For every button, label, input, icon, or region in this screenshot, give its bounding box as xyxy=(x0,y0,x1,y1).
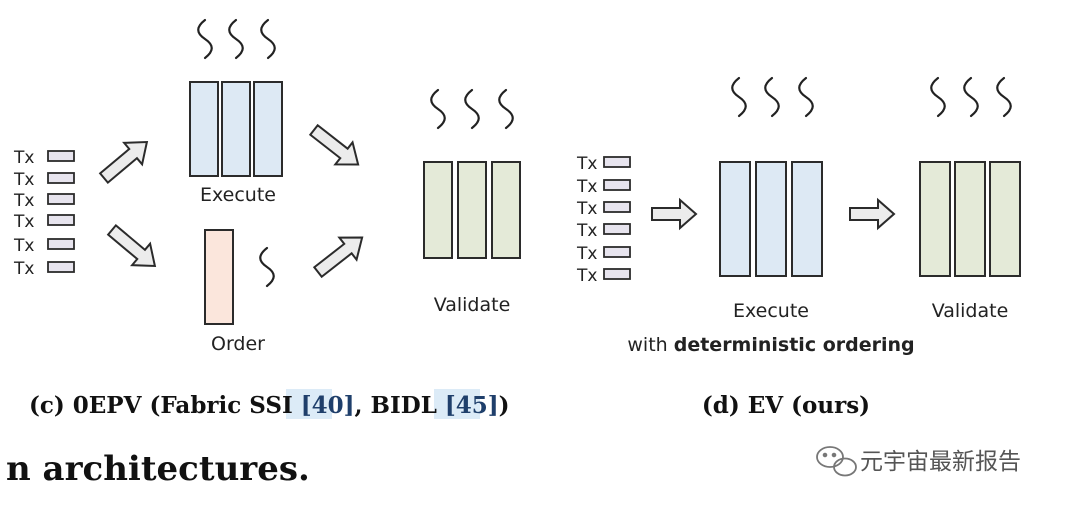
squiggle-icon xyxy=(259,246,275,288)
execute-block-right: Execute with deterministic ordering xyxy=(627,76,915,356)
tx-label: Tx xyxy=(13,148,34,168)
arrow-icon xyxy=(98,140,149,185)
reference-link[interactable]: [40] xyxy=(301,392,355,419)
arrow-icon xyxy=(651,197,698,231)
execute-block-left: Execute xyxy=(189,18,283,206)
order-bar xyxy=(204,229,234,325)
reference-highlight xyxy=(286,389,332,419)
arrow-icon xyxy=(308,123,360,166)
validate-label: Validate xyxy=(434,294,511,316)
ordering-note: with deterministic ordering xyxy=(627,334,914,356)
tx-label: Tx xyxy=(576,244,597,264)
tx-label: Tx xyxy=(576,154,597,174)
tx-box xyxy=(47,193,75,205)
tx-box xyxy=(47,214,75,226)
squiggle-icon xyxy=(963,76,979,118)
tx-box xyxy=(603,223,631,235)
tx-list-left: Tx Tx Tx Tx Tx Tx xyxy=(13,148,75,279)
tx-box xyxy=(603,246,631,258)
validate-bar xyxy=(954,161,986,277)
tx-label: Tx xyxy=(13,236,34,256)
squiggle-icon xyxy=(930,76,946,118)
tx-box xyxy=(603,156,631,168)
tx-box xyxy=(47,172,75,184)
tx-list-right: Tx Tx Tx Tx Tx Tx xyxy=(576,154,631,286)
tx-label: Tx xyxy=(576,199,597,219)
validate-block-left: Validate xyxy=(423,88,521,316)
execute-bar xyxy=(253,81,283,177)
ordering-bold: deterministic ordering xyxy=(674,334,915,356)
validate-label: Validate xyxy=(932,300,1009,322)
tx-label: Tx xyxy=(13,259,34,279)
execute-label: Execute xyxy=(733,300,809,322)
reference-link[interactable]: [45] xyxy=(445,392,499,419)
section-heading-fragment: n architectures. xyxy=(6,449,310,489)
tx-box xyxy=(603,201,631,213)
tx-label: Tx xyxy=(576,221,597,241)
tx-box xyxy=(603,179,631,191)
watermark: 元宇宙最新报告 xyxy=(816,446,1021,477)
tx-box xyxy=(47,238,75,250)
squiggle-icon xyxy=(731,76,747,118)
execute-bar xyxy=(755,161,787,277)
validate-bar xyxy=(989,161,1021,277)
caption-c-prefix: (c) 0EPV (Fabric SSI xyxy=(29,392,301,419)
watermark-text: 元宇宙最新报告 xyxy=(860,449,1021,475)
order-block: Order xyxy=(204,229,275,355)
caption-c-middle: , BIDL xyxy=(355,392,445,419)
validate-bar xyxy=(423,161,453,259)
squiggle-icon xyxy=(228,18,244,60)
tx-box xyxy=(603,268,631,280)
tx-label: Tx xyxy=(13,212,34,232)
execute-bar xyxy=(189,81,219,177)
tx-box xyxy=(47,150,75,162)
squiggle-icon xyxy=(464,88,480,130)
arrow-icon xyxy=(106,223,157,268)
tx-label: Tx xyxy=(13,191,34,211)
squiggle-icon xyxy=(260,18,276,60)
squiggle-icon xyxy=(197,18,213,60)
tx-box xyxy=(47,261,75,273)
squiggle-icon xyxy=(498,88,514,130)
squiggle-icon xyxy=(798,76,814,118)
execute-bar xyxy=(221,81,251,177)
ordering-prefix: with xyxy=(627,334,673,356)
validate-block-right: Validate xyxy=(919,76,1021,322)
tx-label: Tx xyxy=(576,177,597,197)
arrow-icon xyxy=(849,197,896,231)
squiggle-icon xyxy=(764,76,780,118)
validate-bar xyxy=(457,161,487,259)
reference-highlight xyxy=(434,389,480,419)
arrow-icon xyxy=(312,236,364,279)
caption-c: (c) 0EPV (Fabric SSI [40], BIDL [45]) xyxy=(29,392,510,419)
order-label: Order xyxy=(211,333,265,355)
squiggle-icon xyxy=(996,76,1012,118)
execute-label: Execute xyxy=(200,184,276,206)
execute-bar xyxy=(791,161,823,277)
wechat-icon xyxy=(816,446,857,477)
squiggle-icon xyxy=(430,88,446,130)
caption-c-suffix: ) xyxy=(499,392,510,419)
caption-d: (d) EV (ours) xyxy=(702,392,870,419)
execute-bar xyxy=(719,161,751,277)
tx-label: Tx xyxy=(576,266,597,286)
validate-bar xyxy=(491,161,521,259)
tx-label: Tx xyxy=(13,170,34,190)
validate-bar xyxy=(919,161,951,277)
